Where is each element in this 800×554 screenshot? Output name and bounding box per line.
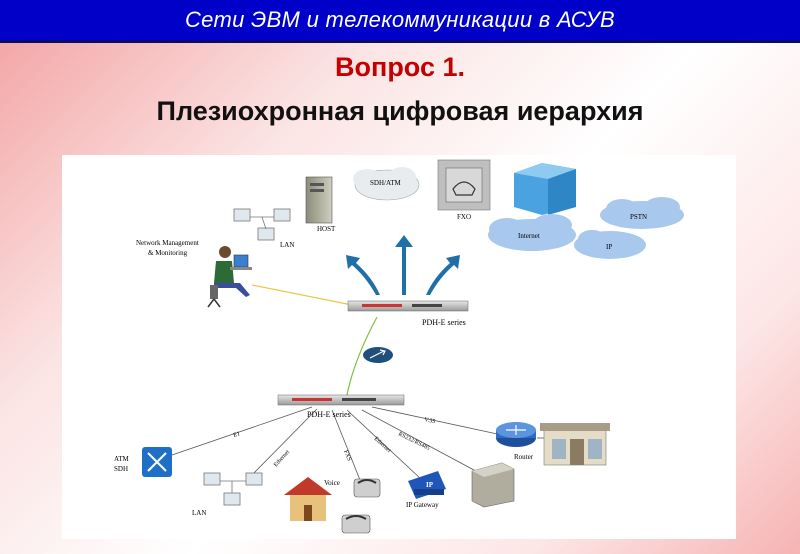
- pstn-label: PSTN: [630, 213, 647, 221]
- operator-workstation: [207, 246, 252, 308]
- atm-switch-icon: [142, 447, 172, 477]
- fxo-label: FXO: [457, 213, 471, 221]
- sdh-label: SDH: [114, 465, 128, 473]
- link-ethernet2-label: Ethernet: [373, 436, 392, 454]
- link-fxs-line: [331, 409, 363, 486]
- link-v35-line: [371, 406, 503, 436]
- host-label: HOST: [317, 225, 336, 233]
- router-label: Router: [514, 453, 534, 461]
- nms-label-line1: Network Management: [136, 239, 199, 247]
- link-ethernet2-line: [346, 409, 423, 481]
- ip-badge: IP: [426, 481, 434, 489]
- internet-label: Internet: [518, 232, 540, 240]
- link-fxs-label: FXS: [342, 450, 352, 462]
- router-icon: [496, 422, 536, 447]
- link-e1-label: E1: [233, 431, 241, 439]
- link-e1-line: [171, 406, 313, 456]
- cloud-sdh-atm: [353, 167, 420, 201]
- link-ethernet1-label: Ethernet: [273, 449, 291, 468]
- ip-cloud-label: IP: [606, 243, 612, 251]
- connection-lines: [171, 284, 547, 486]
- link-rs-line: [361, 409, 488, 478]
- access-device-icon: [471, 462, 515, 508]
- house-icon: [284, 477, 332, 521]
- atm-label: ATM: [114, 455, 130, 463]
- sdh-atm-label: SDH/ATM: [370, 179, 402, 187]
- shop-building-icon: [540, 423, 610, 466]
- pdh-upper-device: [347, 300, 469, 312]
- lan-bottom-label: LAN: [192, 509, 206, 517]
- uplink-arrows: [346, 235, 460, 295]
- cloud-internet: [488, 214, 576, 251]
- lan-bottom: [203, 472, 263, 506]
- network-diagram: LAN HOST Network Management & Monitoring…: [62, 155, 736, 539]
- header-bar: Сети ЭВМ и телекоммуникации в АСУВ: [0, 0, 800, 43]
- fxo-device: [437, 159, 491, 211]
- cloud-pstn: [600, 197, 684, 229]
- ip-gateway-label: IP Gateway: [406, 501, 439, 509]
- pdh-lower-label: PDH-E series: [307, 410, 351, 419]
- voice-label: Voice: [324, 479, 340, 487]
- ip-gateway-icon: [408, 471, 446, 499]
- link-rs-label: RS232/RS485: [397, 431, 431, 451]
- header-title: Сети ЭВМ и телекоммуникации в АСУВ: [184, 7, 616, 32]
- nms-label-line2: & Monitoring: [148, 249, 188, 257]
- fiber-link: [346, 316, 378, 396]
- link-v35-label: V.35: [424, 417, 436, 425]
- host-server: [305, 176, 333, 224]
- building-icon: [514, 163, 576, 215]
- slide-subtitle: Плезиохронная цифровая иерархия: [156, 96, 644, 126]
- lan-top: [233, 208, 291, 241]
- fiber-node-icon: [363, 347, 393, 363]
- phone-icon-2: [341, 514, 371, 534]
- nms-link: [251, 284, 353, 306]
- cloud-ip: [574, 230, 646, 259]
- pdh-upper-label: PDH-E series: [422, 318, 466, 327]
- lan-top-label: LAN: [280, 241, 294, 249]
- question-title: Вопрос 1.: [335, 52, 465, 82]
- phone-icon-1: [353, 478, 381, 498]
- link-ethernet1-line: [246, 408, 318, 481]
- pdh-lower-device: [277, 394, 405, 406]
